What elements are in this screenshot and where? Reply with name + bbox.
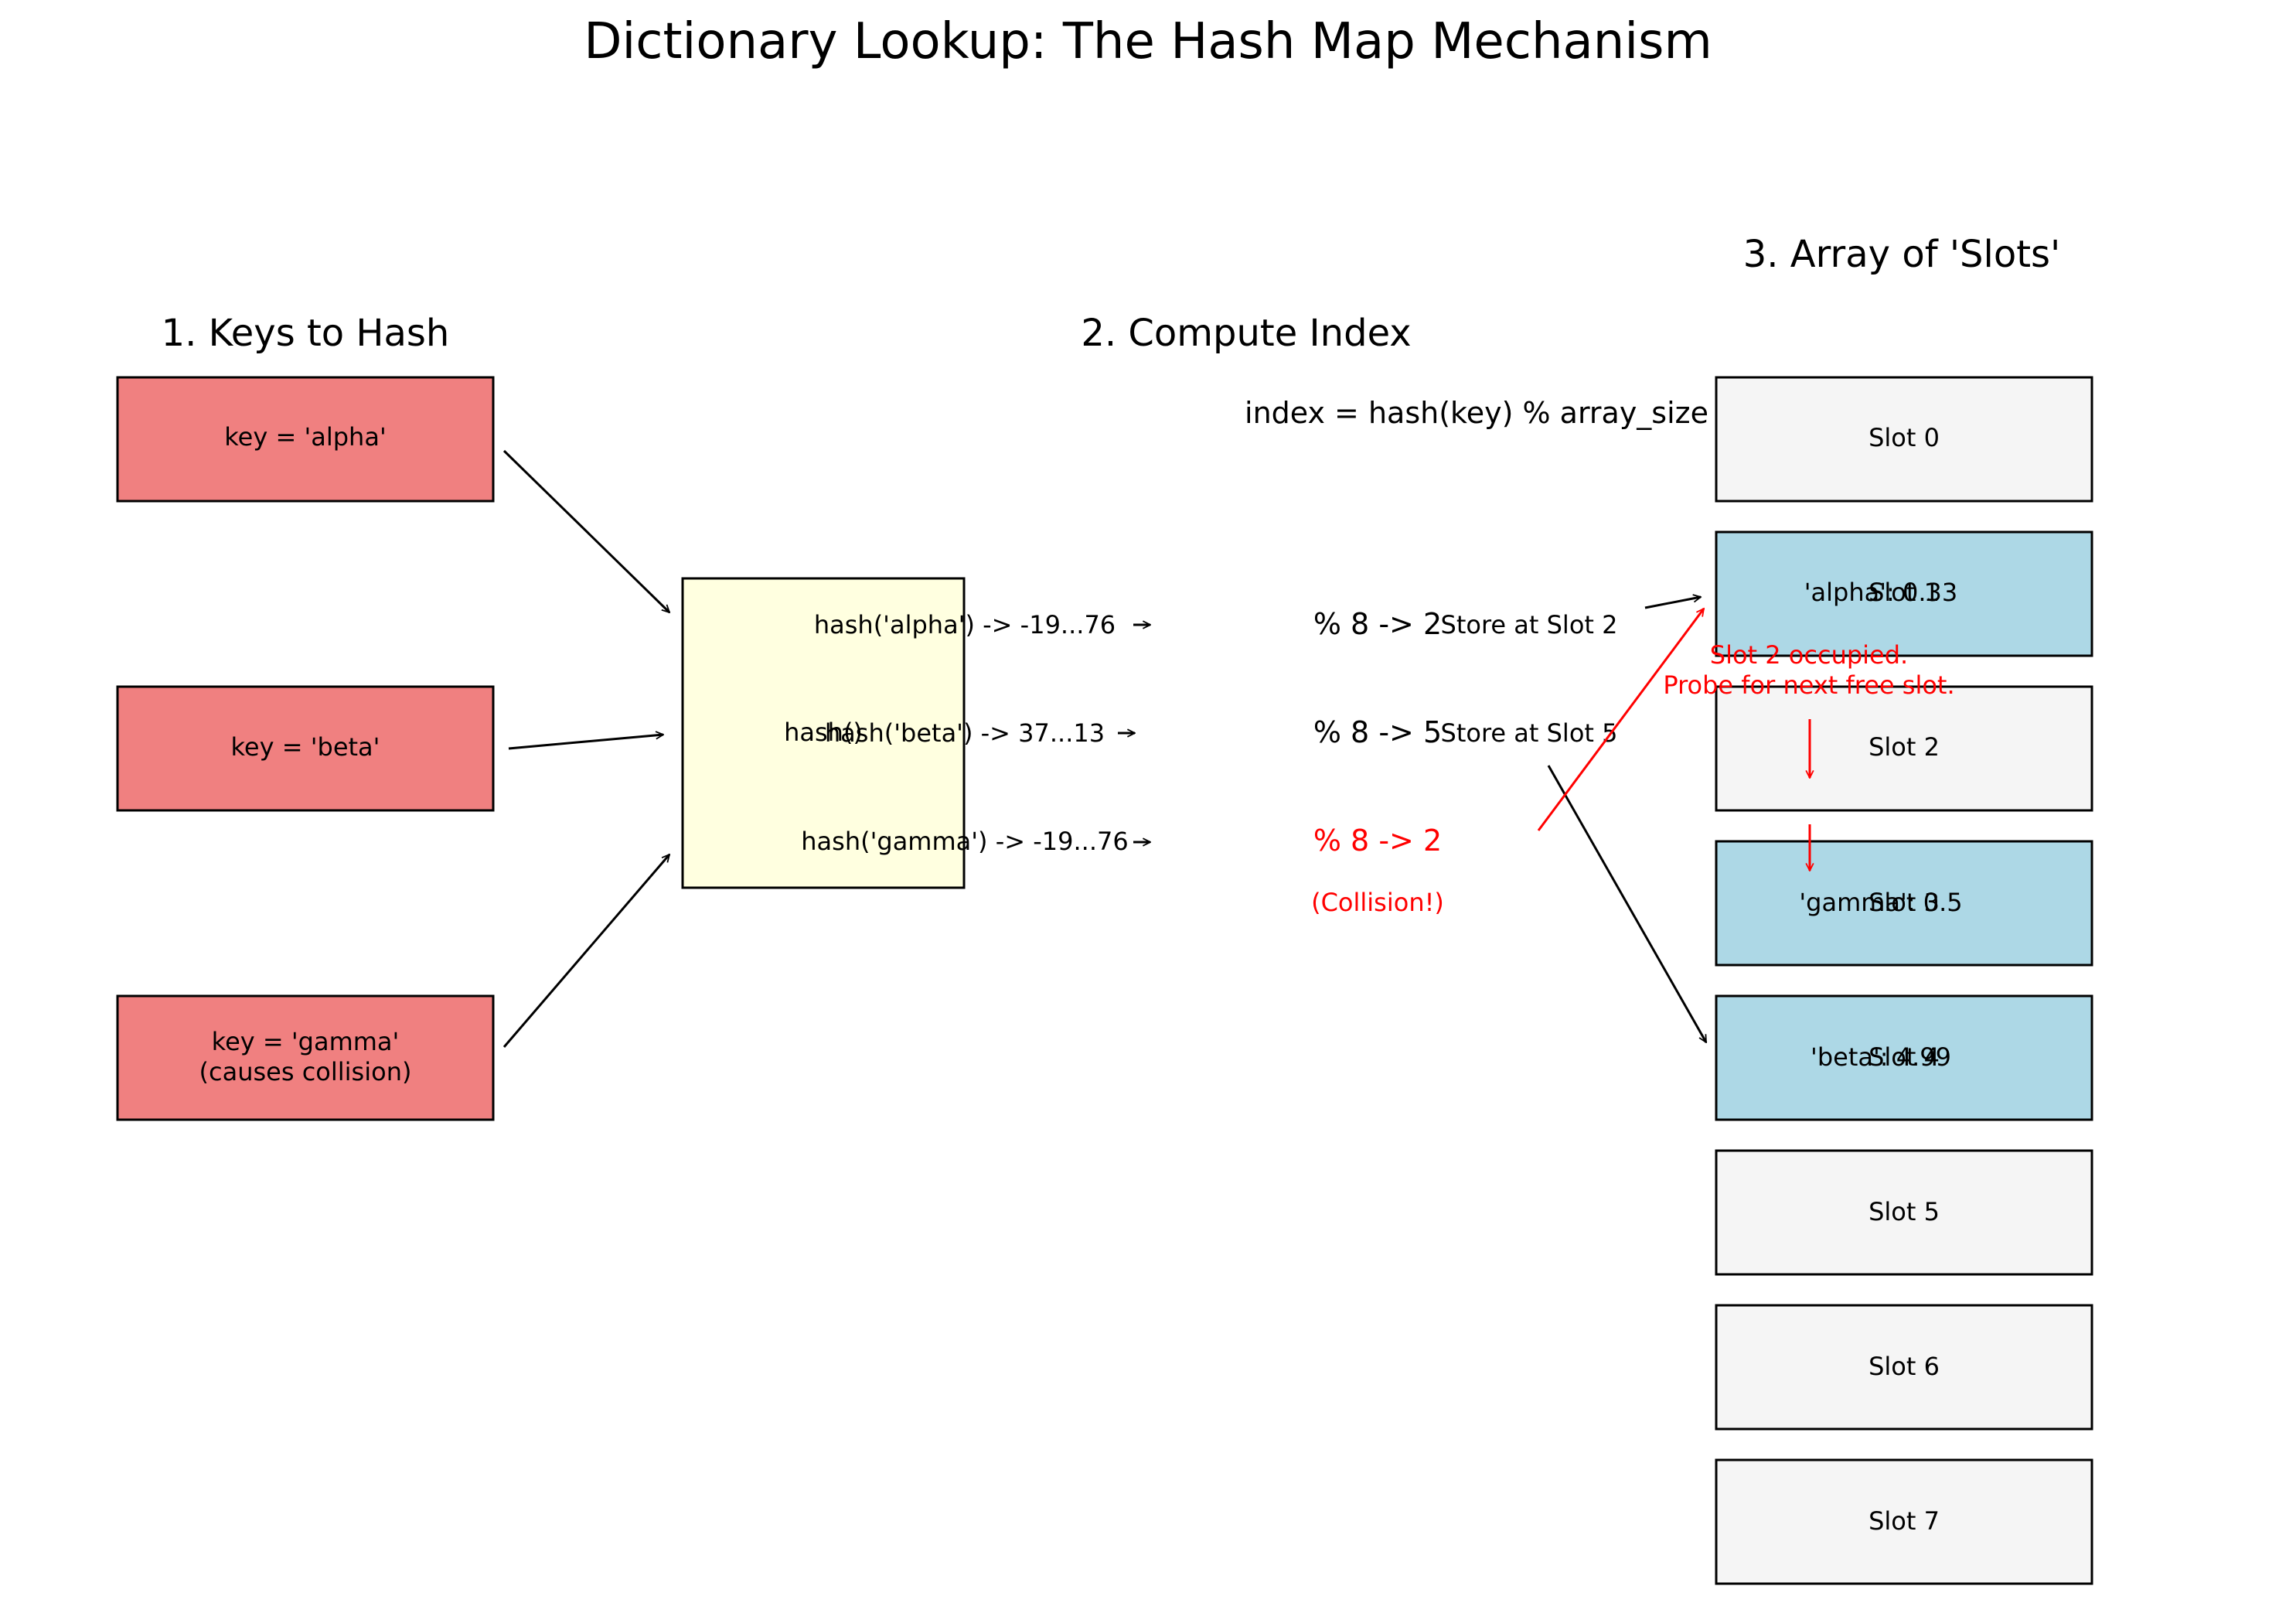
slot-5: Slot 5 (1715, 1149, 2093, 1276)
mod-result-gamma: % 8 -> 2 (1313, 824, 1442, 858)
store-note-alpha: Store at Slot 2 (1441, 610, 1618, 639)
slot-0: Slot 0 (1715, 376, 2093, 503)
arrow-collision-probe (1537, 609, 1704, 831)
arrow-beta-to-hash (508, 735, 663, 750)
slot-label: Slot 4 (1868, 1042, 1940, 1072)
probe-note-line-1: Slot 2 occupied. (1710, 640, 1908, 670)
section-compute-title: 2. Compute Index (1081, 312, 1411, 355)
diagram-title: Dictionary Lookup: The Hash Map Mechanis… (584, 13, 1712, 70)
slot-label: Slot 3 (1868, 888, 1940, 917)
key-label-gamma: key = 'gamma' (212, 1027, 400, 1056)
key-label-alpha: key = 'alpha' (224, 422, 386, 452)
slot-label: Slot 6 (1868, 1352, 1940, 1381)
slot-3: 'gamma': 0.5 Slot 3 (1715, 840, 2093, 967)
key-label-beta: key = 'beta' (231, 732, 380, 762)
key-box-beta: key = 'beta' (116, 685, 495, 812)
key-box-alpha: key = 'alpha' (116, 376, 495, 503)
hash-result-alpha: hash('alpha') -> -19...76 (814, 610, 1116, 639)
slot-7: Slot 7 (1715, 1458, 2093, 1585)
slot-label: Slot 2 (1868, 732, 1940, 762)
slot-label: Slot 0 (1868, 423, 1940, 452)
slot-4: 'beta': 4.99 Slot 4 (1715, 994, 2093, 1121)
section-slots-title: 3. Array of 'Slots' (1743, 233, 2061, 276)
slot-label: Slot 5 (1868, 1197, 1940, 1226)
mod-result-alpha: % 8 -> 2 (1313, 607, 1442, 641)
arrow-gamma-to-hash (502, 854, 669, 1048)
key-note-gamma: (causes collision) (199, 1057, 412, 1086)
arrow-alpha-to-hash (502, 449, 669, 612)
store-note-beta: Store at Slot 5 (1441, 718, 1618, 748)
slot-6: Slot 6 (1715, 1304, 2093, 1431)
key-box-gamma: key = 'gamma' (causes collision) (116, 994, 495, 1121)
arrow-store-beta (1547, 765, 1708, 1042)
probe-note-line-2: Probe for next free slot. (1663, 670, 1954, 700)
section-keys-title: 1. Keys to Hash (162, 312, 450, 355)
slot-value: 'gamma': 0.5 (1799, 888, 1962, 917)
hash-result-gamma: hash('gamma') -> -19...76 (801, 827, 1128, 856)
slot-1: 'alpha': 0.33 Slot 1 (1715, 530, 2093, 657)
slot-2: Slot 2 (1715, 685, 2093, 812)
slot-label: Slot 1 (1868, 578, 1940, 607)
hash-function-label: hash() (784, 718, 863, 747)
hash-result-beta: hash('beta') -> 37...13 (825, 718, 1105, 748)
slot-label: Slot 7 (1868, 1506, 1940, 1536)
index-formula: index = hash(key) % array_size (1245, 396, 1708, 430)
arrow-store-alpha (1644, 597, 1701, 609)
collision-label: (Collision!) (1311, 888, 1444, 917)
slot-value: 'beta': 4.99 (1811, 1042, 1951, 1072)
slot-array: Slot 0 'alpha': 0.33 Slot 1 Slot 2 'gamm… (1715, 376, 2093, 1585)
mod-result-beta: % 8 -> 5 (1313, 715, 1442, 749)
hash-function-box: hash() (681, 577, 966, 889)
slot-value: 'alpha': 0.33 (1804, 578, 1958, 607)
